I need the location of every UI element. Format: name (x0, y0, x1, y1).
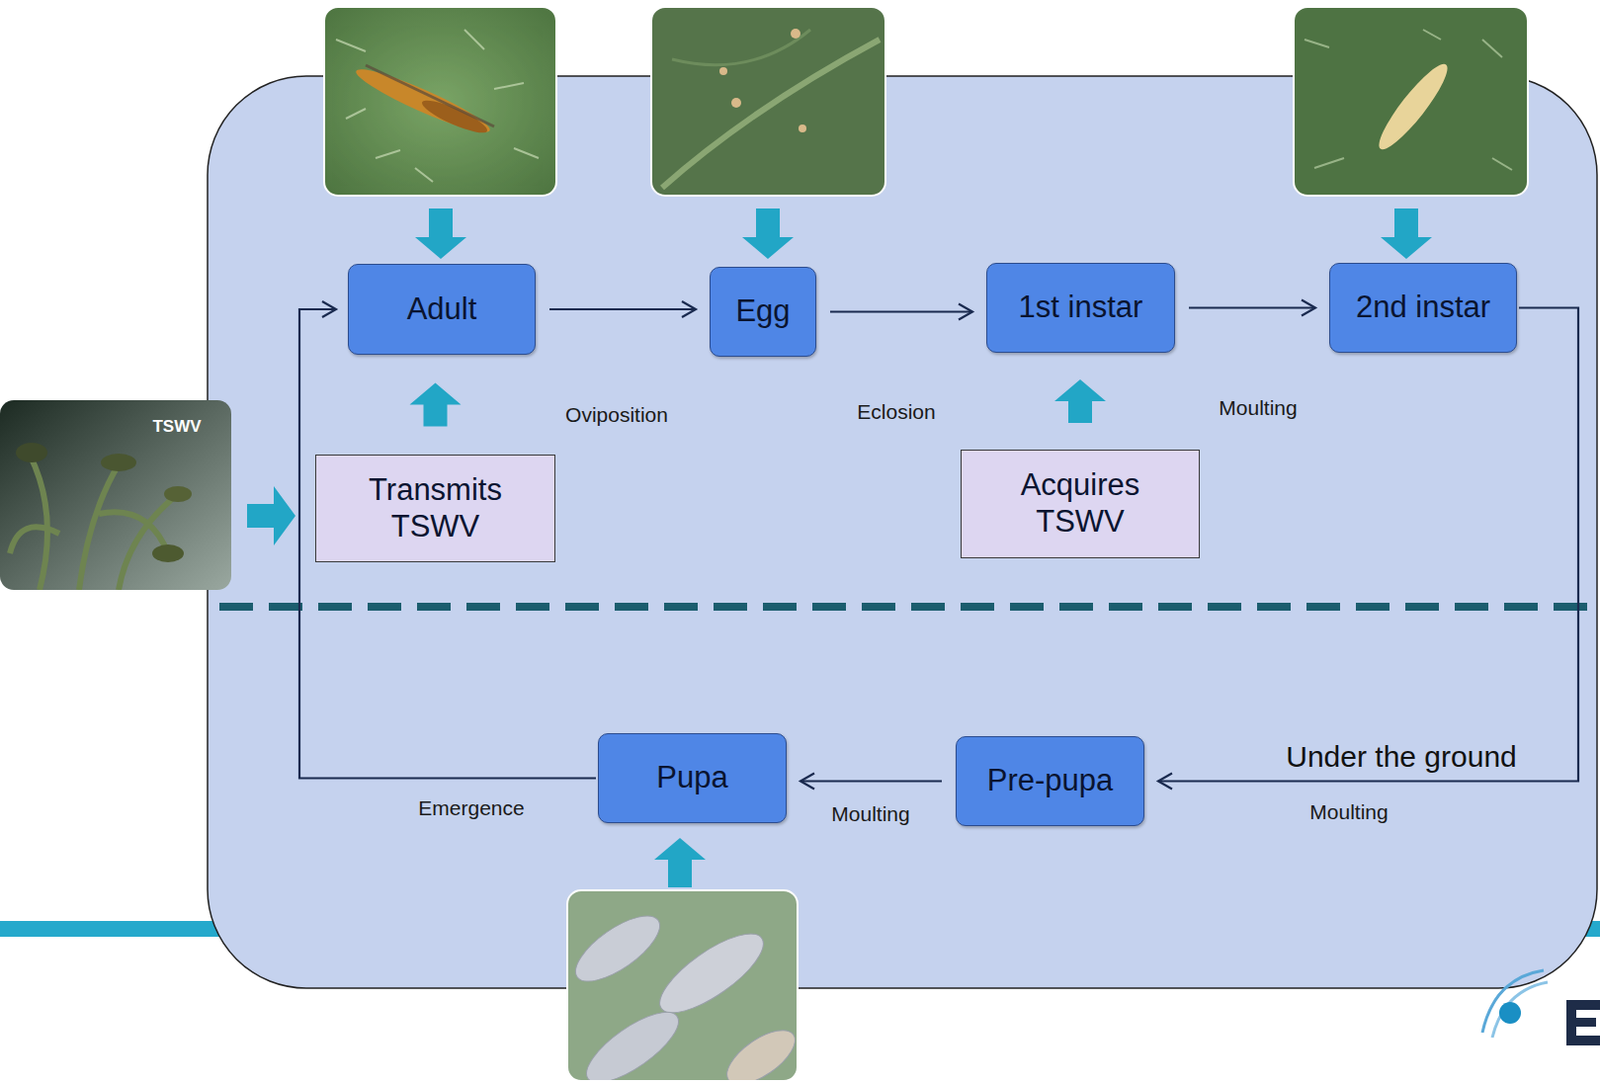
connector-line (800, 779, 942, 782)
stage-name: Egg (735, 293, 790, 331)
connector-line (1158, 308, 1579, 782)
transition-label: Moulting (1309, 800, 1388, 825)
cycle-connector (549, 301, 696, 318)
transition-label: Moulting (1218, 396, 1297, 421)
connector-line (1188, 306, 1316, 309)
egg (731, 97, 742, 108)
stage-name: Transmits TSWV (351, 472, 520, 545)
block-arrow (410, 383, 462, 427)
leaf-vein (662, 39, 880, 188)
pupa (576, 1000, 688, 1082)
stage-name: 2nd instar (1355, 289, 1491, 327)
larva-photo (1293, 6, 1528, 196)
arrow-head (1158, 773, 1173, 790)
photo-ground (0, 400, 232, 590)
stage-box: Egg (709, 266, 817, 357)
egg (719, 67, 728, 76)
cycle-connector (1188, 300, 1316, 317)
photo-caption: TSWV (152, 417, 201, 437)
transition-label: Moulting (831, 802, 910, 827)
photo-frame (651, 6, 886, 196)
egg (790, 28, 801, 39)
cycle-connector (299, 301, 596, 779)
stage-box: Pre-pupa (955, 736, 1145, 827)
photo-arrow (1380, 208, 1432, 259)
logo-mark (1566, 1000, 1600, 1046)
arrow-head (1301, 300, 1316, 317)
block-arrow (1054, 379, 1106, 423)
photo-frame (567, 890, 798, 1082)
pupa (649, 920, 775, 1026)
pupa (718, 1019, 798, 1082)
cycle-panel (207, 76, 1598, 989)
wilted-leaf (100, 453, 137, 472)
wilted-leaf (152, 544, 184, 563)
zone-label: Under the ground (1285, 740, 1517, 774)
photo-ground (1293, 6, 1528, 196)
transition-label: Eclosion (856, 400, 935, 424)
block-arrow-shape (410, 383, 462, 427)
cycle-connector (1158, 308, 1579, 790)
wilted-leaf (15, 442, 48, 463)
leaf-hairs (336, 29, 539, 182)
connector-line (549, 308, 696, 311)
pupa (567, 904, 670, 994)
pupa-photo (567, 890, 798, 1082)
arrow-head (681, 301, 696, 318)
arrow-head (958, 304, 973, 321)
photo-ground (324, 6, 557, 196)
photo-arrow (415, 208, 467, 259)
thrips-body (351, 61, 495, 141)
photo-arrow (654, 838, 706, 888)
ground-line (219, 602, 1588, 611)
virus-note-box: Transmits TSWV (315, 454, 556, 563)
transition-label: Oviposition (565, 403, 669, 427)
tswv-photo (0, 400, 232, 590)
cycle-connector (830, 304, 973, 321)
transition-label: Emergence (418, 796, 524, 821)
photo-arrow (742, 208, 794, 259)
wilted-stem (9, 454, 178, 590)
connector-line (299, 309, 596, 779)
larva (1370, 57, 1455, 157)
stage-name: Pre-pupa (987, 762, 1114, 800)
photo-ground (651, 6, 886, 196)
stage-box: Pupa (597, 733, 787, 824)
photo-frame (1293, 6, 1528, 196)
block-arrow-shape (1054, 379, 1106, 423)
logo-arc (1492, 982, 1548, 1038)
arrow-head (800, 773, 815, 790)
stage-name: 1st instar (1018, 289, 1144, 327)
connector-line (830, 310, 973, 313)
logo-arc (1482, 970, 1544, 1033)
photo-frame (324, 6, 557, 196)
stage-name: Acquires TSWV (996, 467, 1165, 540)
logo-dot (1499, 1002, 1521, 1024)
stage-box: Adult (347, 263, 536, 355)
leaf-hairs (1304, 29, 1513, 170)
thrips-abdomen (419, 94, 491, 139)
stage-name: Adult (407, 291, 478, 329)
wilted-leaf (164, 486, 192, 503)
egg (798, 124, 807, 133)
stage-box: 1st instar (986, 262, 1176, 353)
arrow-head (322, 301, 337, 318)
logo (1482, 970, 1600, 1046)
adult-photo (324, 6, 557, 196)
leaf-vein (672, 29, 811, 66)
stage-name: Pupa (656, 759, 728, 797)
virus-arrow (247, 486, 296, 546)
thrips-wing (365, 65, 495, 127)
egg-photo (651, 6, 886, 196)
cycle-connector (800, 773, 942, 790)
stage-box: 2nd instar (1329, 262, 1517, 353)
virus-note-box: Acquires TSWV (960, 449, 1200, 559)
